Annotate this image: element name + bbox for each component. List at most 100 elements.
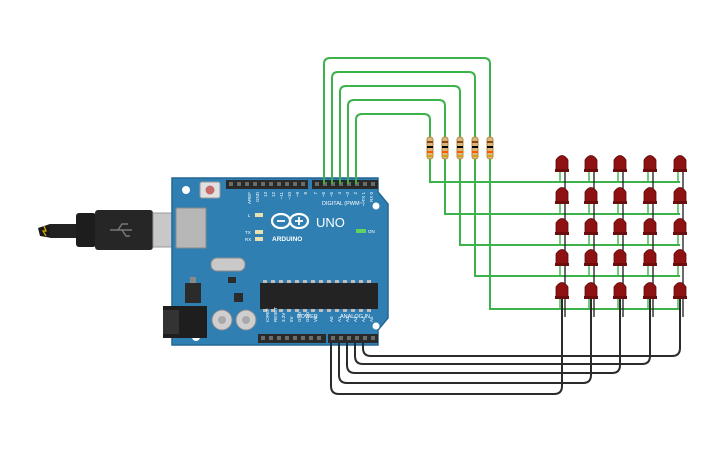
pin-hole[interactable] [269,182,273,186]
pin-hole[interactable] [331,336,335,340]
pin-label: RESET [273,307,278,322]
led[interactable] [643,249,657,265]
pin-hole[interactable] [293,336,297,340]
pin-hole[interactable] [347,336,351,340]
led[interactable] [584,282,598,298]
chip-leg [303,309,307,312]
led-rim [643,169,657,172]
analog-wire [338,299,592,384]
chip-leg [319,309,323,312]
pin-hole[interactable] [285,182,289,186]
led[interactable] [673,155,687,171]
chip-leg [335,309,339,312]
resistor-band [442,146,448,148]
pin-hole[interactable] [237,182,241,186]
pin-hole[interactable] [269,336,273,340]
led[interactable] [584,155,598,171]
led[interactable] [555,187,569,203]
pin-label: 12 [271,192,276,198]
pin-hole[interactable] [363,336,367,340]
led[interactable] [584,187,598,203]
pin-hole[interactable] [277,182,281,186]
pin-label: GND [305,311,310,322]
pin-label: 5V [289,316,294,322]
pin-hole[interactable] [371,182,375,186]
led[interactable] [584,218,598,234]
led[interactable] [643,282,657,298]
led[interactable] [673,249,687,265]
led-rim [613,169,627,172]
pin-hole[interactable] [317,336,321,340]
chip-leg [351,309,355,312]
led-l-label: L [248,213,251,218]
pin-hole[interactable] [293,182,297,186]
digital-wire [323,57,491,184]
led[interactable] [555,218,569,234]
mount-hole-icon [372,202,380,210]
pin-hole[interactable] [229,182,233,186]
led[interactable] [673,282,687,298]
pin-hole[interactable] [277,336,281,340]
power-header [258,334,326,343]
resistor-band [487,155,493,157]
led[interactable] [643,218,657,234]
pin-label: ~9 [295,192,300,198]
usb-cable-bolt-icon [41,225,47,237]
resistor-band [427,155,433,157]
analog-wire [346,299,621,374]
chip-leg [303,280,307,283]
row-wire [429,158,680,183]
row-wire [489,158,680,310]
power-label: POWER [297,314,318,320]
capacitor-top-icon [218,316,226,324]
led[interactable] [673,218,687,234]
chip-leg [295,309,299,312]
resistor-band [472,155,478,157]
led[interactable] [613,249,627,265]
chip-leg [271,280,275,283]
pin-hole[interactable] [339,336,343,340]
led[interactable] [555,282,569,298]
led[interactable] [613,155,627,171]
led[interactable] [673,187,687,203]
pin-label: 3.3V [281,313,286,322]
led[interactable] [555,249,569,265]
pin-hole[interactable] [363,182,367,186]
chip-leg [367,280,371,283]
pin-label: A5 [369,316,374,322]
led-rim [673,263,687,266]
pin-hole[interactable] [285,336,289,340]
chip-leg [343,280,347,283]
digital-header-bottom [312,180,378,189]
pin-hole[interactable] [309,336,313,340]
pin-label: GND [297,311,302,322]
pin-hole[interactable] [355,336,359,340]
led-rx-indicator [255,237,263,241]
pin-hole[interactable] [315,182,319,186]
digital-wires [323,57,680,310]
pin-hole[interactable] [245,182,249,186]
led[interactable] [643,155,657,171]
led[interactable] [613,218,627,234]
pin-hole[interactable] [261,182,265,186]
chip-leg [351,280,355,283]
crystal-oscillator [210,257,246,272]
pin-hole[interactable] [371,336,375,340]
led[interactable] [613,282,627,298]
pin-hole[interactable] [253,182,257,186]
usb-cable-strain [76,213,96,247]
led[interactable] [613,187,627,203]
chip-leg [359,280,363,283]
pin-label: 4 [337,192,342,195]
led[interactable] [555,155,569,171]
pin-hole[interactable] [261,336,265,340]
pin-label: RX 0 [369,192,374,203]
led[interactable] [584,249,598,265]
pin-hole[interactable] [301,182,305,186]
voltage-regulator-tab [190,277,196,283]
pin-hole[interactable] [301,336,305,340]
led[interactable] [643,187,657,203]
